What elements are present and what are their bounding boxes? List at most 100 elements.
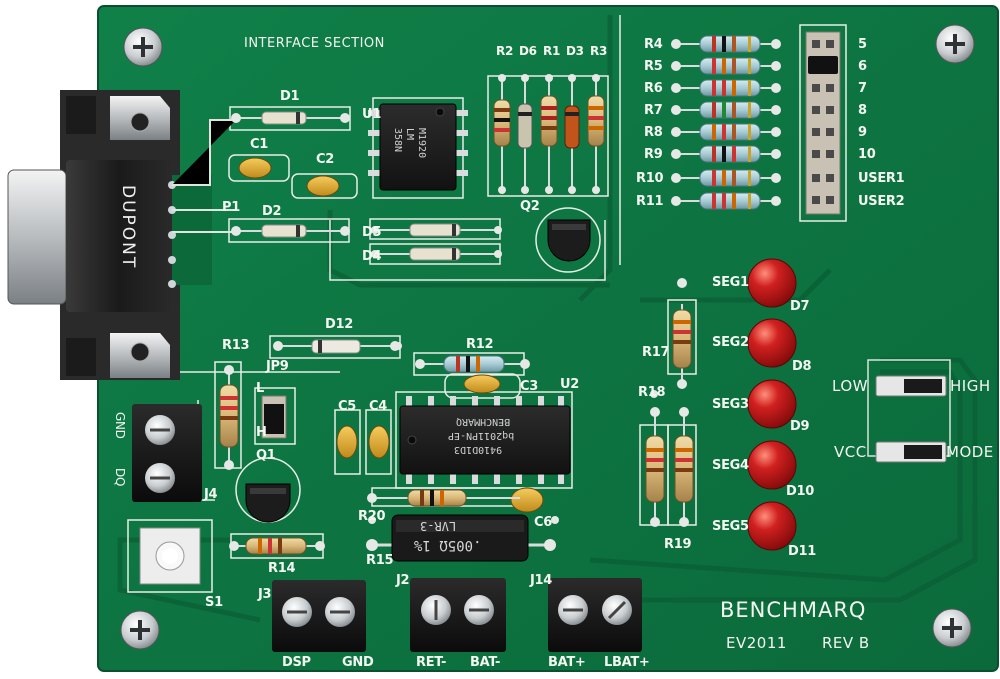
label-c4: C4	[369, 399, 387, 414]
label-d10: D10	[786, 484, 814, 499]
label-s1: S1	[205, 595, 223, 610]
label-d5: D5	[362, 225, 382, 240]
label-seg2: SEG2	[712, 335, 749, 350]
label-seg5: SEG5	[712, 519, 749, 534]
u2-marking-line1: BENCHMARQ	[456, 416, 511, 427]
q1-transistor	[245, 483, 291, 523]
terminal-label-bat-minus: BAT-	[470, 655, 501, 670]
label-u1: U1	[362, 107, 382, 122]
u2-marking-line2: bq2011PN-EP	[448, 430, 515, 441]
db9-connector	[7, 90, 212, 380]
label-d4: D4	[362, 249, 382, 264]
label-r3: R3	[590, 44, 607, 58]
r15-shunt	[366, 514, 556, 562]
label-c1: C1	[250, 137, 268, 152]
switch-label-mode: MODE	[946, 443, 994, 461]
label-r15: R15	[366, 553, 394, 568]
label-d11: D11	[788, 544, 816, 559]
section-title: INTERFACE SECTION	[244, 36, 385, 51]
jumper-value-6: 6	[858, 59, 867, 74]
jumper-value-7: 7	[858, 81, 867, 96]
label-seg4: SEG4	[712, 458, 749, 473]
label-d9: D9	[790, 419, 810, 434]
label-d1: D1	[280, 89, 300, 104]
jumper-shunt	[808, 56, 838, 74]
label-r14: R14	[268, 561, 296, 576]
board-revision: REV B	[822, 634, 870, 652]
label-d2: D2	[262, 204, 282, 219]
u2-chip	[399, 396, 571, 484]
label-j2: J2	[396, 573, 410, 588]
u1-marking-line1: M1920	[416, 128, 427, 159]
u1-marking-line2: LM	[404, 128, 415, 141]
switch-label-high: HIGH	[950, 377, 991, 395]
label-r13: R13	[222, 338, 250, 353]
j4-label-dq: DQ	[113, 468, 127, 487]
jp9-jumper	[261, 395, 287, 439]
terminal-label-ret: RET-	[416, 655, 447, 670]
label-c5: C5	[338, 399, 356, 414]
label-r6: R6	[644, 81, 663, 96]
label-c3: C3	[520, 379, 538, 394]
label-p1: P1	[222, 200, 240, 215]
terminal-label-lbat-plus: LBAT+	[604, 655, 650, 670]
label-r7: R7	[644, 103, 663, 118]
label-j4: J4	[204, 487, 218, 502]
label-seg3: SEG3	[712, 397, 749, 412]
board-manufacturer: BENCHMARQ	[720, 598, 867, 622]
label-c2: C2	[316, 152, 334, 167]
vertical-resistors-top	[493, 74, 605, 194]
jumper-value-user2: USER2	[858, 194, 905, 209]
connector-brand-label: DUPONT	[118, 185, 138, 269]
jumper-value-5: 5	[858, 37, 867, 52]
terminal-label-gnd: GND	[342, 655, 374, 670]
jp9-label-h: H	[256, 425, 267, 440]
label-c6: C6	[534, 515, 552, 530]
r14-resistor	[229, 537, 325, 555]
ceramic-capacitors	[238, 157, 544, 513]
jumper-value-user1: USER1	[858, 171, 905, 186]
r12-resistor	[415, 355, 530, 373]
label-r10: R10	[636, 171, 664, 186]
label-u2: U2	[560, 377, 580, 392]
jumper-value-10: 10	[858, 147, 876, 162]
label-r17: R17	[642, 345, 670, 360]
red-leds	[747, 258, 797, 551]
mounting-screw-icon	[120, 24, 975, 650]
jp9-label-l: L	[256, 381, 264, 396]
jumper-value-8: 8	[858, 103, 867, 118]
terminal-label-dsp: DSP	[282, 655, 311, 670]
label-r11: R11	[636, 194, 664, 209]
label-r8: R8	[644, 125, 663, 140]
label-r20: R20	[358, 509, 386, 524]
slide-switches	[875, 375, 947, 463]
label-seg1: SEG1	[712, 275, 749, 290]
label-jp9: JP9	[266, 359, 289, 374]
label-r2: R2	[496, 44, 513, 58]
label-j3: J3	[258, 587, 272, 602]
push-button-s1	[139, 527, 201, 585]
terminal-blocks	[132, 404, 642, 652]
db9-leads	[172, 119, 236, 233]
label-r12: R12	[466, 337, 494, 352]
j4-label-gnd: GND	[113, 412, 127, 439]
terminal-label-bat-plus: BAT+	[548, 655, 586, 670]
r15-marking-line2: .005Ω 1%	[414, 537, 482, 553]
switch-label-low: LOW	[832, 377, 868, 395]
solder-pads	[368, 342, 658, 524]
jumper-header	[805, 31, 841, 215]
led-resistors	[645, 278, 694, 527]
r20-resistor	[367, 489, 520, 507]
label-q2: Q2	[520, 199, 540, 214]
label-d3: D3	[566, 44, 584, 58]
label-d7: D7	[790, 299, 810, 314]
label-r9: R9	[644, 147, 663, 162]
label-q1: Q1	[256, 448, 276, 463]
switch-label-vcc: VCC	[834, 443, 867, 461]
u1-chip	[368, 103, 468, 191]
label-r19: R19	[664, 537, 692, 552]
label-r4: R4	[644, 37, 663, 52]
label-j14: J14	[530, 573, 553, 588]
label-d12: D12	[325, 317, 353, 332]
jumper-value-9: 9	[858, 125, 867, 140]
